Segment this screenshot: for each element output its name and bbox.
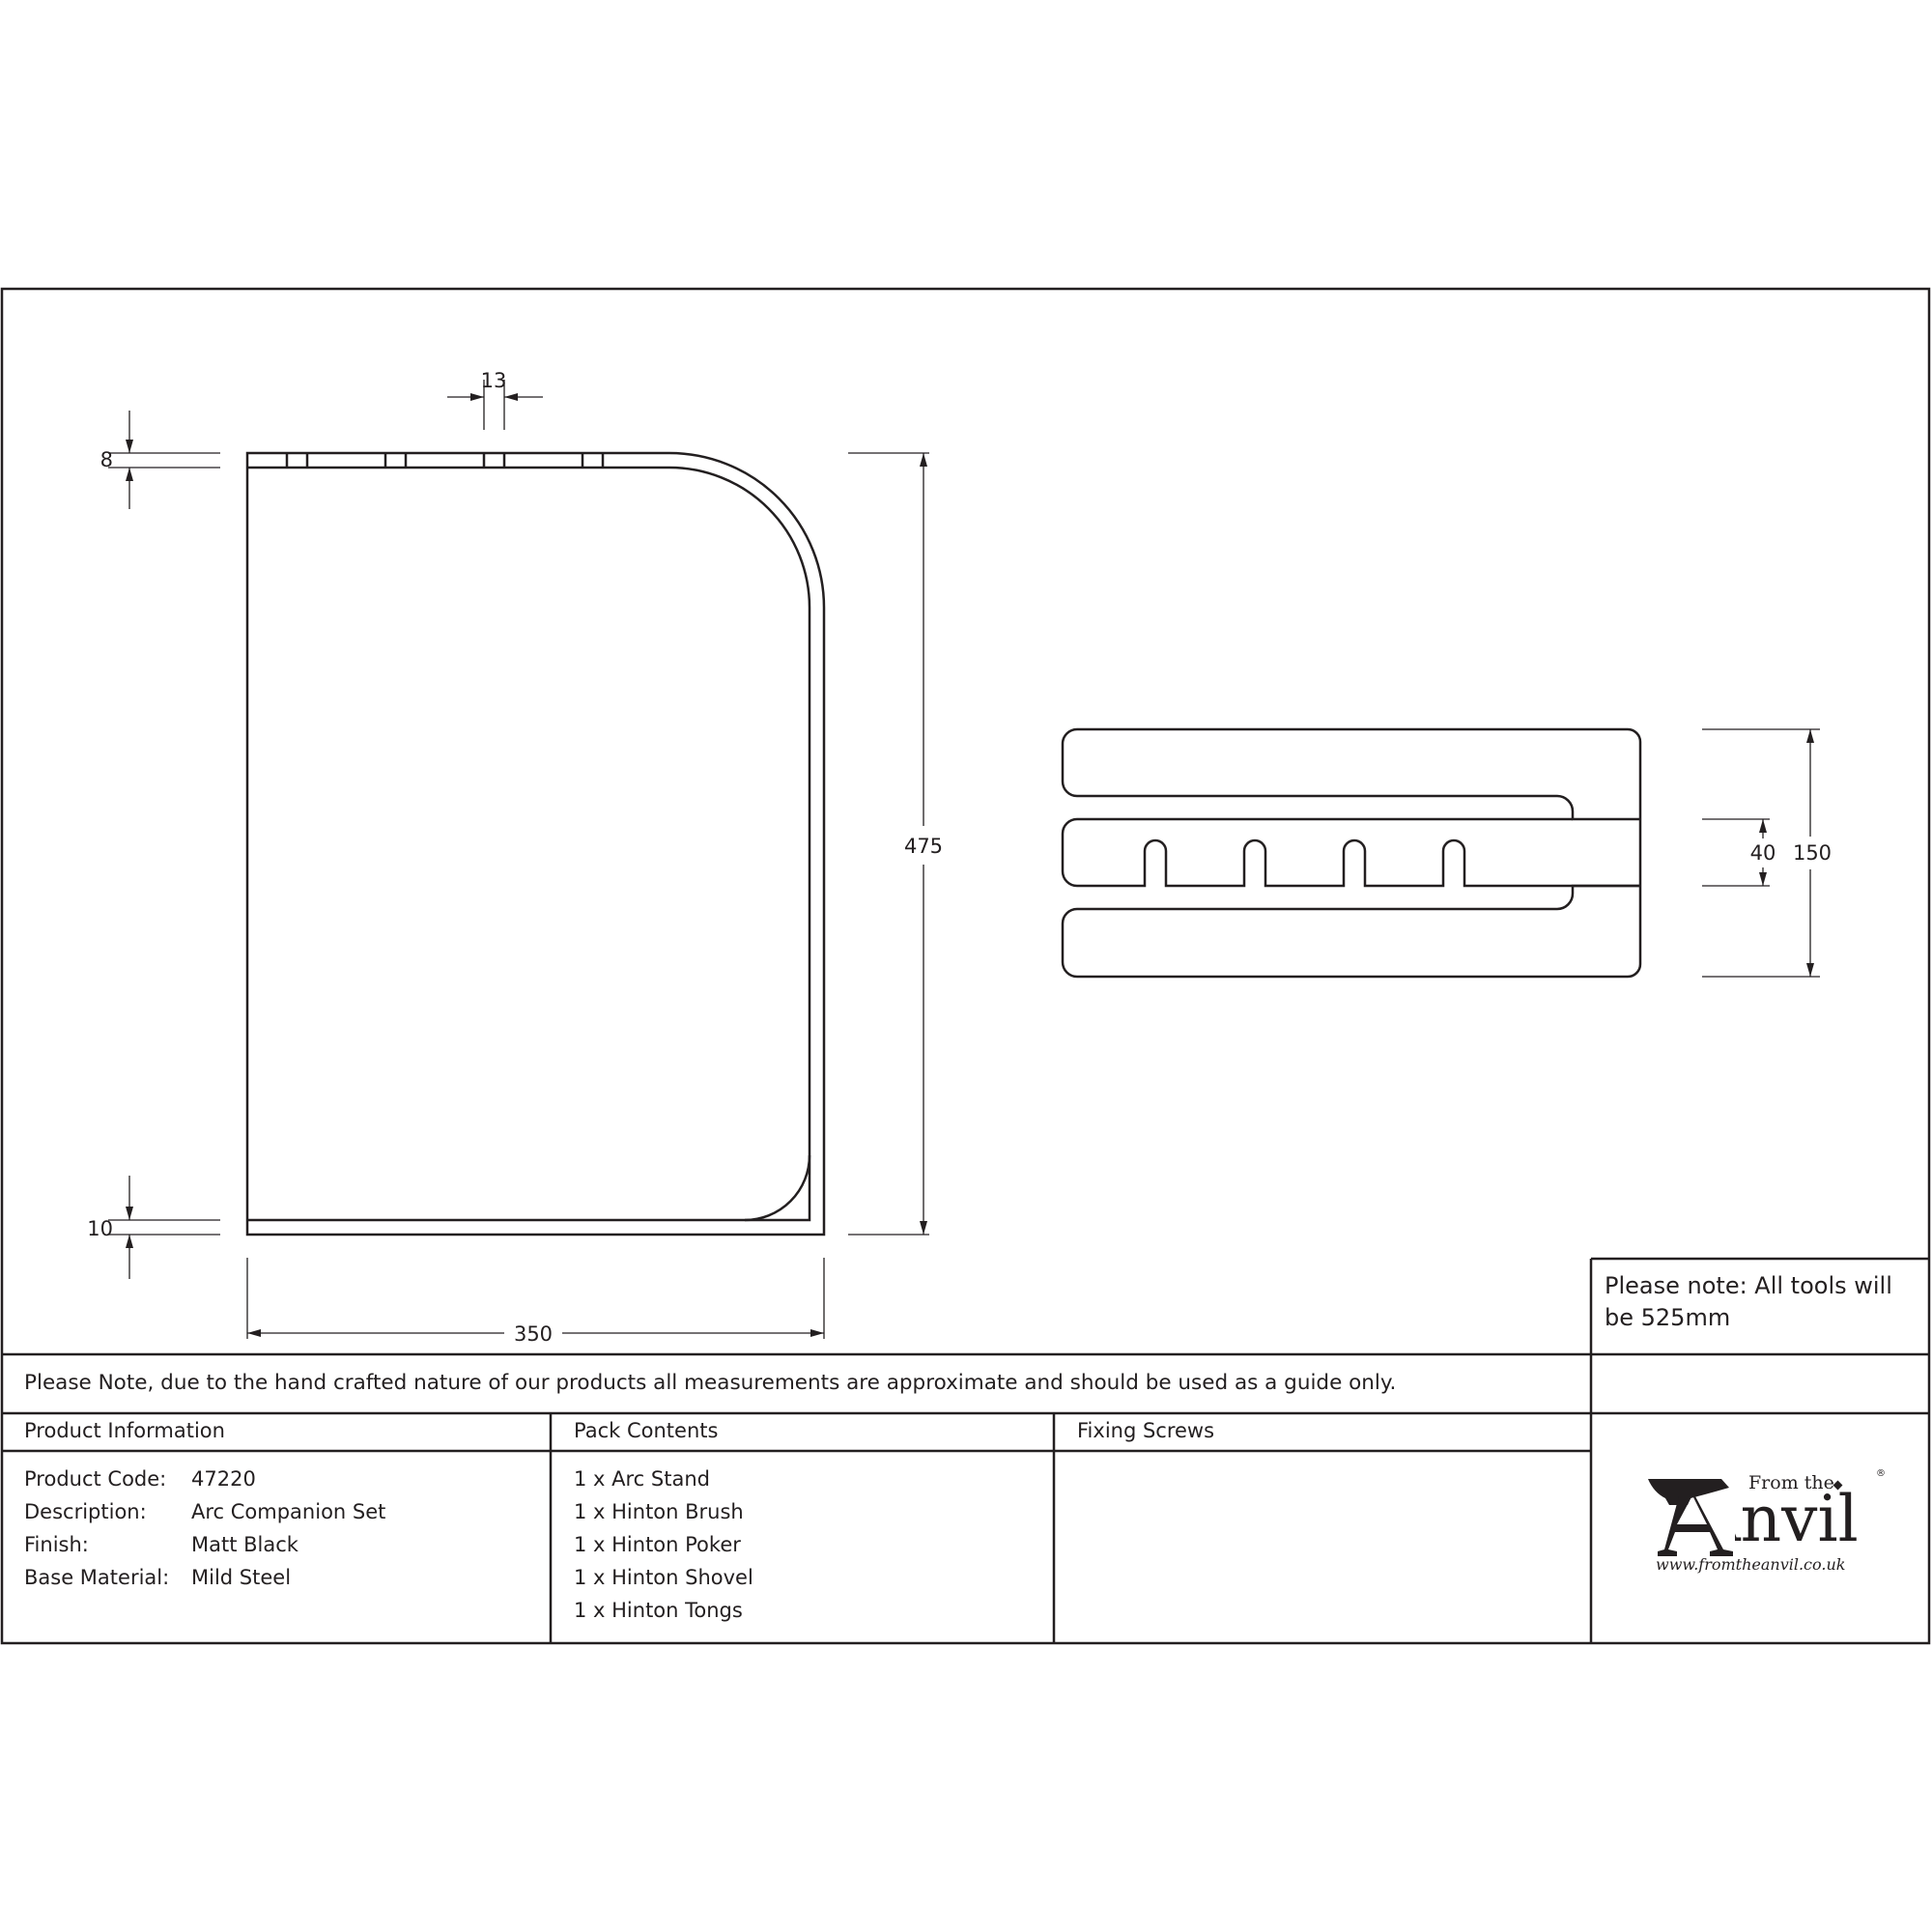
- dim-label-13: 13: [481, 369, 507, 392]
- base-material-value: Mild Steel: [191, 1566, 292, 1589]
- anvil-logo-icon: [1648, 1479, 1733, 1556]
- logo-brand-tail: Anvil: [1694, 1482, 1859, 1556]
- plan-view-base: [1061, 727, 1642, 979]
- dimension-lines: [108, 380, 1820, 1339]
- pack-item: 1 x Hinton Brush: [574, 1500, 744, 1523]
- measurement-disclaimer: Please Note, due to the hand crafted nat…: [24, 1371, 1397, 1395]
- slot-marks: [285, 453, 605, 468]
- description-label: Description:: [24, 1500, 147, 1523]
- description-value: Arc Companion Set: [191, 1500, 386, 1523]
- side-view-arc-stand: [245, 451, 826, 1236]
- dim-label-10: 10: [87, 1217, 113, 1240]
- logo-brand-visible: Anvil: [1735, 1482, 1859, 1556]
- pack-contents-heading: Pack Contents: [574, 1419, 719, 1442]
- dim-label-350: 350: [514, 1322, 553, 1346]
- product-info-heading: Product Information: [24, 1419, 225, 1442]
- dim-label-475: 475: [904, 835, 943, 858]
- dim-label-150: 150: [1793, 841, 1832, 865]
- finish-value: Matt Black: [191, 1533, 298, 1556]
- product-code-value: 47220: [191, 1467, 256, 1491]
- logo-from-the: From the: [1748, 1472, 1834, 1493]
- pack-item: 1 x Hinton Shovel: [574, 1566, 753, 1589]
- pack-item: 1 x Hinton Poker: [574, 1533, 741, 1556]
- product-code-label: Product Code:: [24, 1467, 167, 1491]
- dim-label-40: 40: [1750, 841, 1776, 865]
- registered-mark-icon: ®: [1876, 1468, 1886, 1479]
- tools-length-note: Please note: All tools will be 525mm: [1605, 1272, 1892, 1331]
- base-material-label: Base Material:: [24, 1566, 170, 1589]
- fixing-screws-heading: Fixing Screws: [1077, 1419, 1215, 1442]
- logo-url: www.fromtheanvil.co.uk: [1656, 1555, 1846, 1574]
- finish-label: Finish:: [24, 1533, 89, 1556]
- pack-item: 1 x Arc Stand: [574, 1467, 710, 1491]
- drawing-frame: [0, 287, 1931, 1645]
- from-the-anvil-logo: From the ® Anvil Anvil www.fromtheanvil.…: [1642, 1468, 1893, 1575]
- pack-item: 1 x Hinton Tongs: [574, 1599, 743, 1622]
- dim-label-8: 8: [100, 448, 113, 471]
